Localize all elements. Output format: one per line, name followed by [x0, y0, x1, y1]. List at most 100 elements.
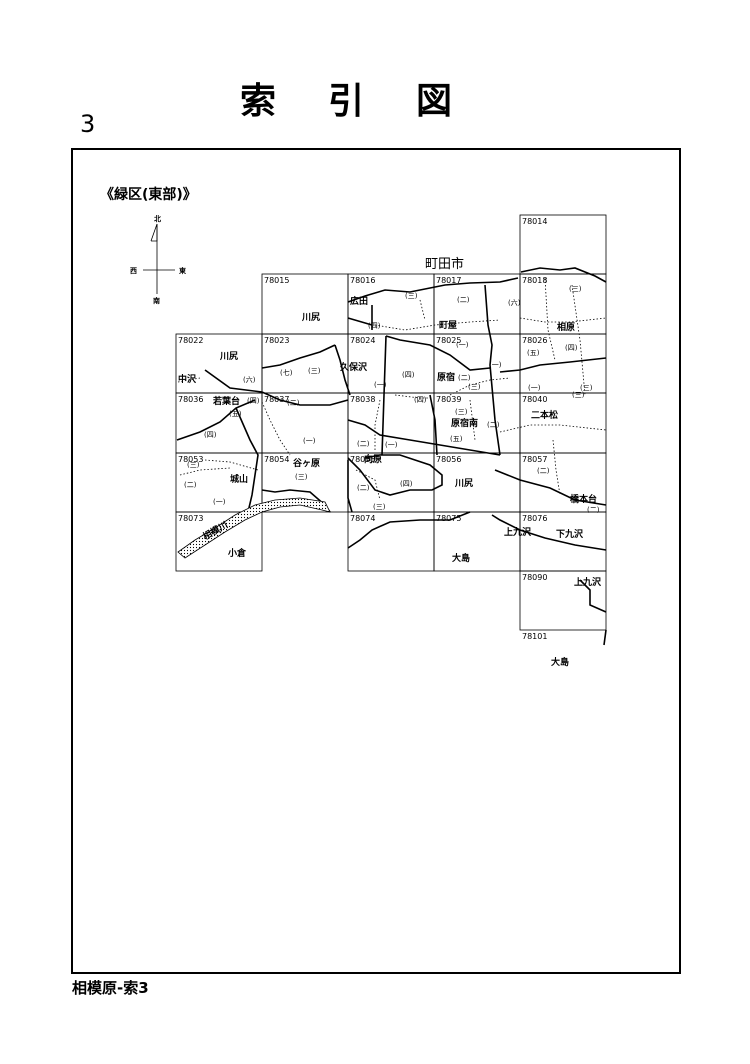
place-name: 大島	[452, 552, 470, 564]
sheet-number: 78022	[178, 336, 203, 345]
chome-labels: (三)(二)(六)(三)(四)(四)(一)(五)(四)(六)(七)(二)(三)(…	[184, 285, 600, 514]
place-name: 久保沢	[340, 361, 368, 373]
sheet-number: 78054	[264, 455, 289, 464]
sheet-labels: 78014 78015 78016 78017 78018 78022 78023 78024…	[178, 217, 547, 641]
chome-mark: (二)	[457, 296, 470, 304]
chome-mark: (三)	[580, 384, 593, 392]
chome-mark: (三)	[373, 503, 386, 511]
chome-mark: (二)	[458, 374, 471, 382]
chome-mark: (四)	[565, 344, 578, 352]
compass-west: 西	[130, 267, 137, 275]
district-label: 《緑区(東部)》	[100, 186, 197, 203]
compass-east: 東	[179, 266, 187, 275]
chome-mark: (四)	[414, 396, 427, 404]
chome-mark: (三)	[569, 285, 582, 293]
title-char: 図	[416, 81, 453, 122]
chome-mark: (一)	[213, 498, 226, 506]
map-sheet	[175, 511, 263, 572]
sheet-number: 78040	[522, 395, 547, 404]
page-number: 3	[80, 110, 96, 138]
place-name: 上九沢	[574, 576, 602, 588]
chome-mark: (二)	[357, 440, 370, 448]
sheet-number: 78101	[522, 632, 547, 641]
city-label: 町田市	[425, 256, 464, 272]
chome-mark: (三)	[187, 461, 200, 469]
map-frame	[71, 148, 681, 974]
chome-mark: (四)	[402, 371, 415, 379]
sheet-number: 78015	[264, 276, 289, 285]
sheet-number: 78026	[522, 336, 547, 345]
place-name: 中沢	[178, 373, 197, 385]
minor-boundaries	[177, 277, 607, 501]
place-name: 下九沢	[556, 528, 584, 540]
sheet-number: 78038	[350, 395, 375, 404]
footer-label: 相模原-索3	[72, 979, 149, 997]
chome-mark: (五)	[229, 410, 242, 418]
chome-mark: (一)	[303, 437, 316, 445]
sheet-number: 78036	[178, 395, 203, 404]
chome-mark: (一)	[374, 381, 387, 389]
place-name: 相原	[557, 321, 575, 333]
chome-mark: (四)	[204, 431, 217, 439]
sheet-number: 78014	[522, 217, 547, 226]
chome-mark: (一)	[456, 341, 469, 349]
place-name: 小倉	[227, 547, 247, 559]
sheet-number: 78016	[350, 276, 375, 285]
place-name: 相模川	[201, 519, 230, 543]
place-name: 二本松	[531, 409, 558, 421]
sheet-number: 78057	[522, 455, 547, 464]
sheet-number: 78055	[350, 455, 375, 464]
sheet-number: 78056	[436, 455, 461, 464]
sheet-number: 78024	[350, 336, 375, 345]
chome-mark: (二)	[287, 399, 300, 407]
chome-mark: (五)	[527, 349, 540, 357]
chome-mark: (四)	[400, 480, 413, 488]
sheet-number: 78090	[522, 573, 547, 582]
place-name: 川尻	[301, 312, 320, 323]
sheet-number: 78017	[436, 276, 461, 285]
sheet-number: 78075	[436, 514, 461, 523]
place-name: 川尻	[219, 351, 238, 362]
chome-mark: (一)	[385, 441, 398, 449]
chome-mark: (六)	[508, 298, 521, 307]
sheet-number: 78018	[522, 276, 547, 285]
place-name: 橋本台	[570, 493, 597, 505]
chome-mark: (二)	[537, 467, 550, 475]
chome-mark: (二)	[184, 481, 197, 489]
chome-mark: (四)	[368, 322, 381, 330]
sheet-number: 78037	[264, 395, 289, 404]
chome-mark: (二)	[487, 421, 500, 429]
place-name: 若葉台	[212, 395, 240, 407]
title-char: 引	[328, 81, 365, 122]
compass-north: 北	[154, 214, 161, 223]
place-name: 城山	[230, 473, 248, 485]
title-char: 索	[240, 81, 277, 122]
chome-mark: (三)	[295, 473, 308, 481]
compass-south: 南	[153, 296, 160, 305]
chome-mark: (二)	[587, 506, 600, 514]
map-sheet	[519, 570, 607, 631]
chome-mark: (七)	[280, 368, 293, 377]
place-name: 上九沢	[504, 526, 532, 538]
chome-mark: (三)	[405, 292, 418, 300]
place-name: 原宿	[437, 371, 455, 383]
place-name: 向原	[364, 453, 382, 465]
chome-mark: (三)	[468, 383, 481, 391]
sheet-number: 78074	[350, 514, 375, 523]
boundary-lines	[176, 267, 607, 646]
sheet-number: 78023	[264, 336, 289, 345]
chome-mark: (二)	[357, 484, 370, 492]
chome-mark: (五)	[450, 435, 463, 443]
sheet-number: 78053	[178, 455, 203, 464]
chome-mark: (六)	[243, 375, 256, 384]
chome-mark: (三)	[455, 408, 468, 416]
place-name: 原宿南	[451, 417, 478, 429]
chome-mark: (三)	[308, 367, 321, 375]
chome-mark: (一)	[489, 361, 502, 369]
place-labels: 川尻広田町屋相原川尻久保沢原宿中沢若葉台原宿南二本松谷ヶ原向原川尻城山橋本台小倉…	[178, 295, 602, 668]
chome-mark: (一)	[528, 384, 541, 392]
river	[177, 497, 331, 559]
sheet-number: 78039	[436, 395, 461, 404]
place-name: 谷ヶ原	[293, 457, 320, 469]
